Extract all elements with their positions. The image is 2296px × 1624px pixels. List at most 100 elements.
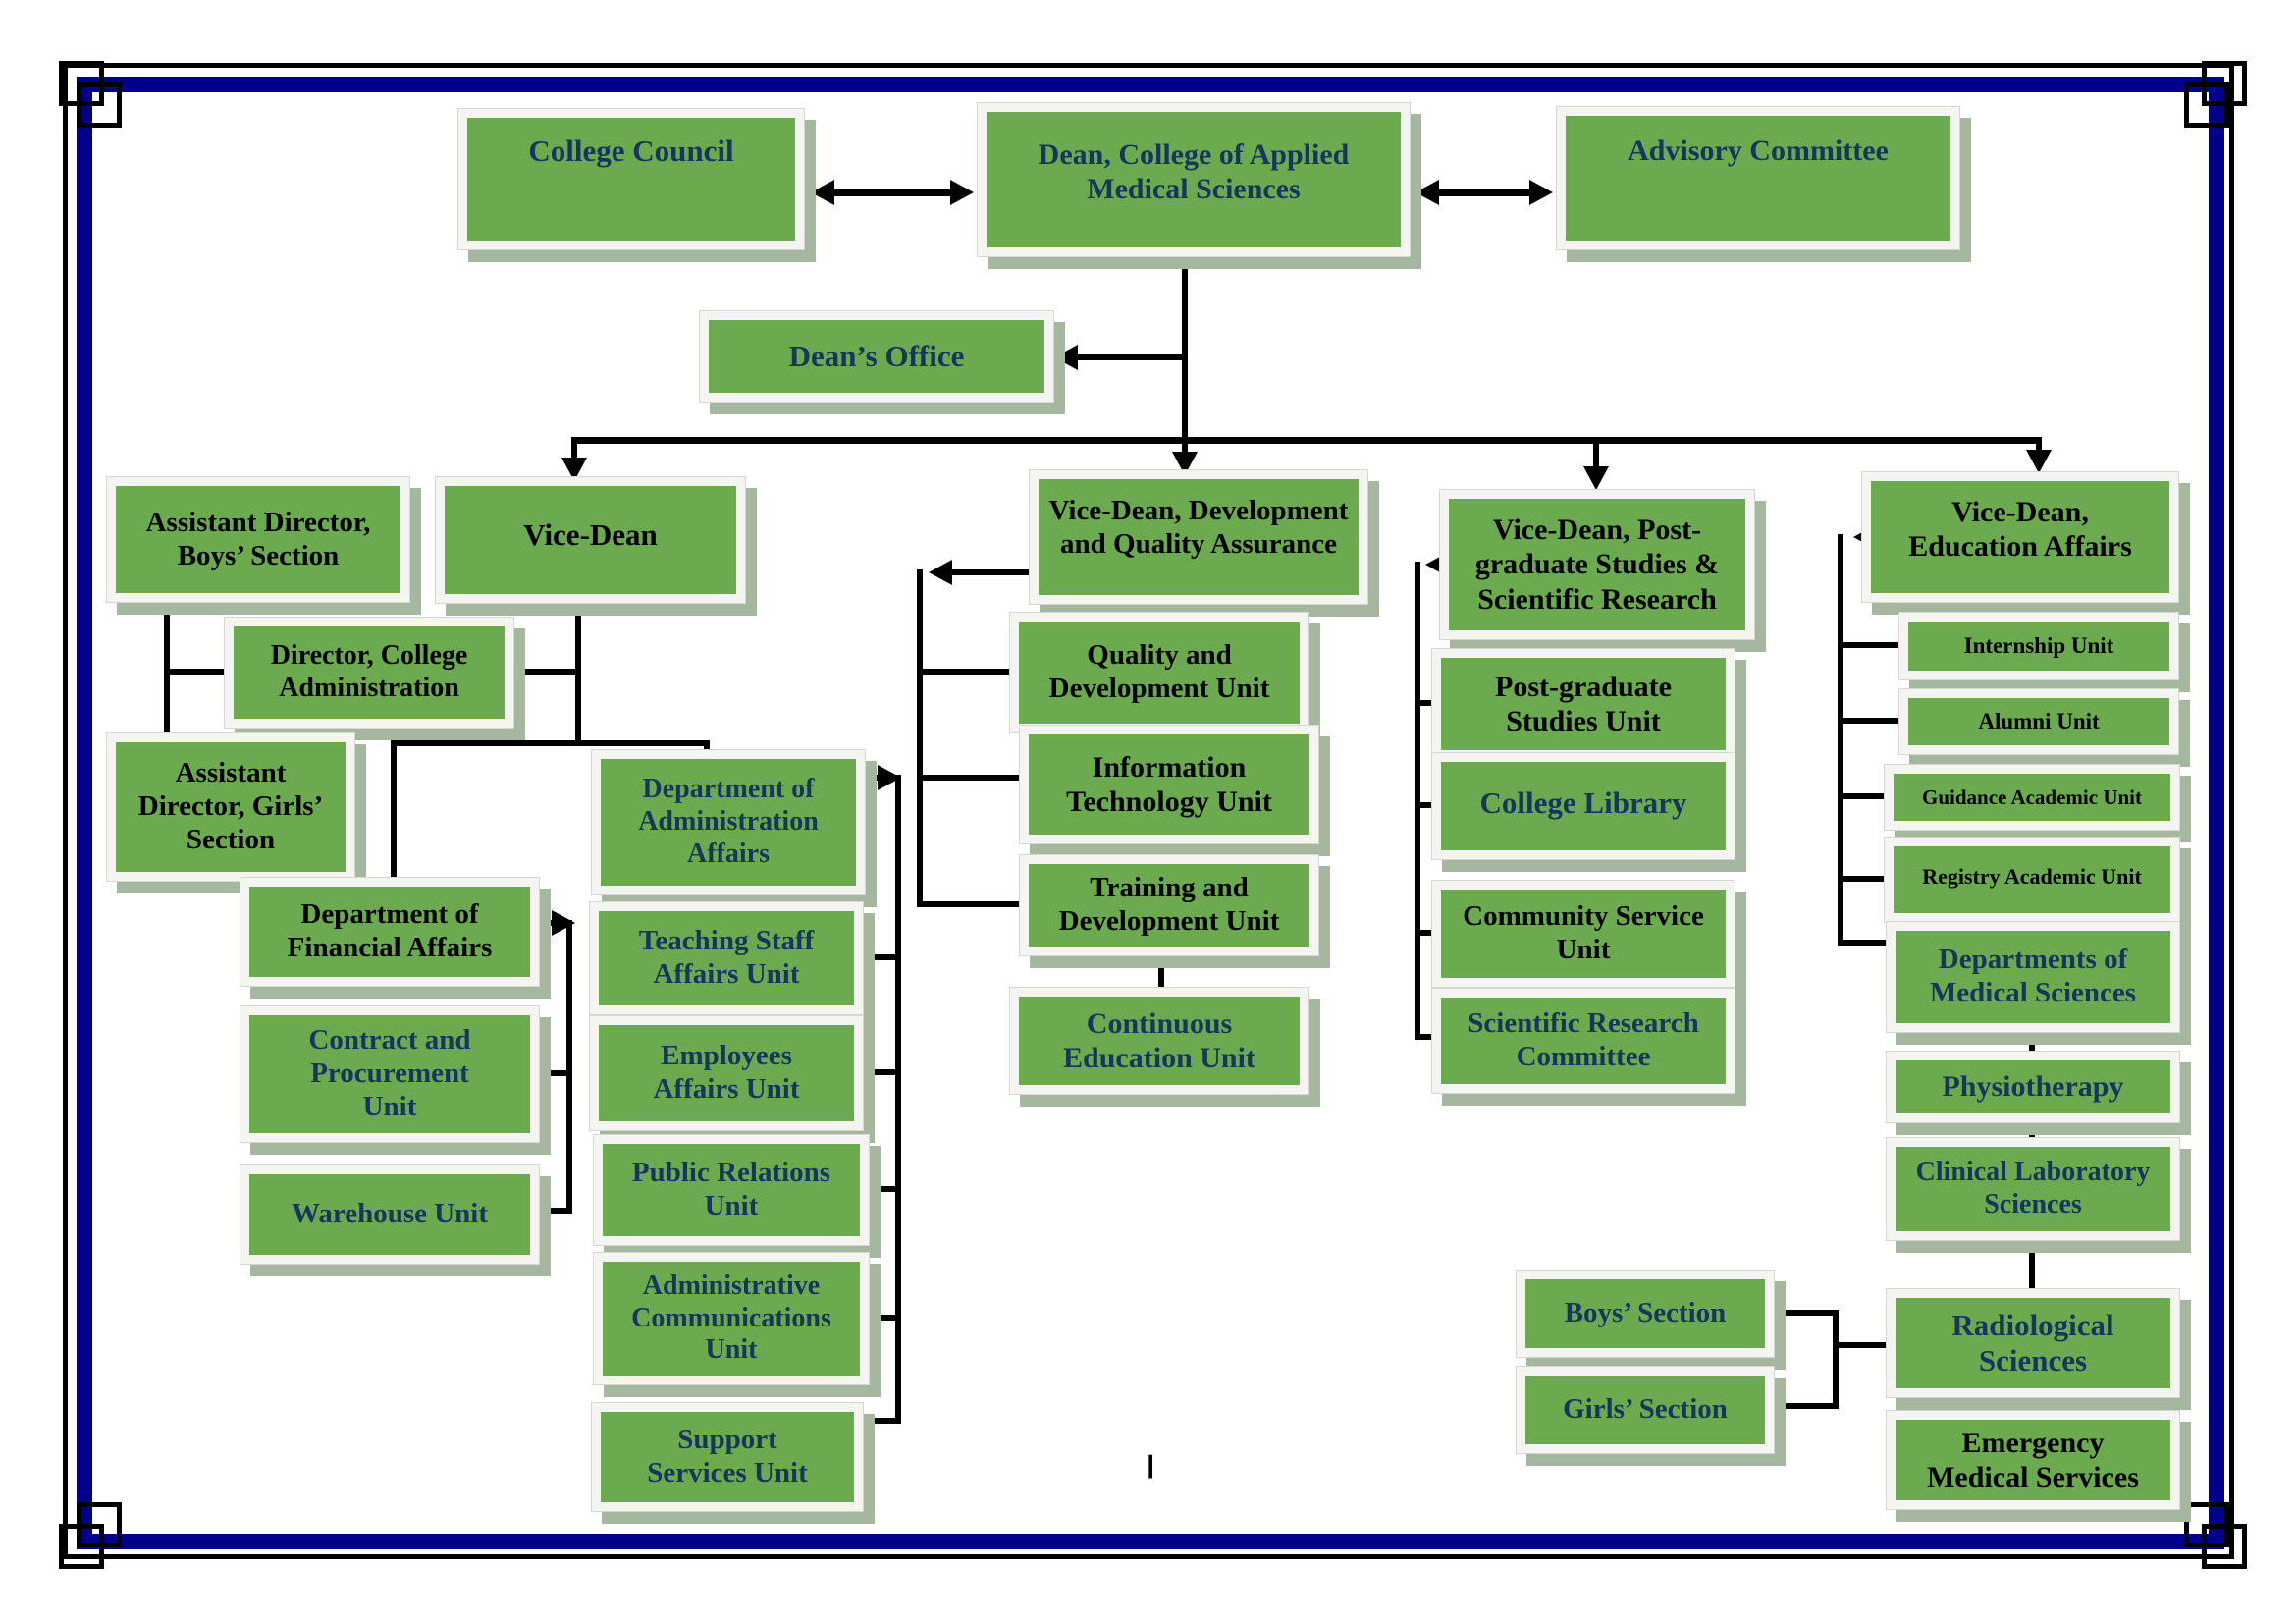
- node-fill-emergency-medical-services: Emergency Medical Services: [1896, 1420, 2170, 1500]
- node-boys-section: Boys’ Section: [1516, 1270, 1775, 1358]
- node-internship-unit: Internship Unit: [1898, 612, 2179, 680]
- connector-line: [571, 437, 577, 459]
- node-fill-advisory-committee: Advisory Committee: [1566, 116, 1950, 241]
- node-fill-boys-section: Boys’ Section: [1525, 1279, 1765, 1348]
- node-fill-vd-postgraduate: Vice-Dean, Post- graduate Studies & Scie…: [1449, 499, 1745, 630]
- node-label-dean-college: Dean, College of Applied Medical Science…: [1038, 138, 1350, 206]
- arrowhead-right-icon: [552, 910, 575, 936]
- connector-line: [1833, 1310, 1839, 1409]
- connector-line: [566, 920, 572, 1214]
- connector-line: [1429, 189, 1537, 196]
- connector-line: [917, 669, 1011, 675]
- node-dept-financial-affairs: Department of Financial Affairs: [240, 877, 540, 987]
- node-vd-postgraduate: Vice-Dean, Post- graduate Studies & Scie…: [1439, 489, 1755, 640]
- node-label-boys-section: Boys’ Section: [1564, 1297, 1727, 1329]
- node-clinical-laboratory-sciences: Clinical Laboratory Sciences: [1886, 1137, 2180, 1241]
- connector-line: [917, 775, 1021, 781]
- node-contract-procurement: Contract and Procurement Unit: [240, 1005, 540, 1143]
- node-label-community-service-unit: Community Service Unit: [1463, 900, 1704, 965]
- node-label-scientific-research-committee: Scientific Research Committee: [1468, 1007, 1699, 1072]
- node-fill-postgraduate-studies-unit: Post-graduate Studies Unit: [1441, 658, 1726, 750]
- node-label-vd-development-quality: Vice-Dean, Development and Quality Assur…: [1048, 495, 1349, 560]
- arrowhead-right-icon: [878, 765, 901, 790]
- node-label-emergency-medical-services: Emergency Medical Services: [1927, 1426, 2139, 1493]
- connector-line: [1838, 940, 1888, 946]
- stray-mark: ا: [1147, 1452, 1155, 1485]
- connector-line: [540, 1208, 567, 1214]
- node-physiotherapy: Physiotherapy: [1886, 1051, 2180, 1123]
- node-departments-medical-sciences: Departments of Medical Sciences: [1886, 921, 2180, 1033]
- node-label-college-library: College Library: [1479, 785, 1687, 820]
- connector-line: [940, 569, 1033, 575]
- connector-line: [866, 954, 898, 960]
- node-postgraduate-studies-unit: Post-graduate Studies Unit: [1431, 648, 1735, 760]
- connector-line: [917, 569, 923, 907]
- node-label-advisory-committee: Advisory Committee: [1628, 135, 1889, 167]
- node-label-dept-financial-affairs: Department of Financial Affairs: [287, 898, 493, 963]
- node-warehouse-unit: Warehouse Unit: [240, 1164, 540, 1265]
- node-label-dept-administration-affairs: Department of Administration Affairs: [638, 774, 819, 869]
- node-fill-registry-academic-unit: Registry Academic Unit: [1894, 846, 2170, 913]
- node-label-radiological-sciences: Radiological Sciences: [1951, 1307, 2114, 1378]
- node-college-library: College Library: [1431, 752, 1735, 860]
- node-fill-vd-education-affairs: Vice-Dean, Education Affairs: [1871, 481, 2169, 593]
- node-label-director-college-administration: Director, College Administration: [270, 640, 468, 703]
- node-community-service-unit: Community Service Unit: [1431, 880, 1735, 988]
- connector-line: [1838, 876, 1886, 882]
- node-training-development-unit: Training and Development Unit: [1019, 854, 1319, 956]
- node-assistant-director-boys: Assistant Director, Boys’ Section: [106, 476, 410, 603]
- node-label-public-relations: Public Relations Unit: [631, 1157, 831, 1221]
- node-label-assistant-director-boys: Assistant Director, Boys’ Section: [145, 506, 371, 571]
- node-label-employees-affairs: Employees Affairs Unit: [653, 1040, 800, 1105]
- node-quality-development-unit: Quality and Development Unit: [1009, 612, 1309, 733]
- node-label-deans-office: Dean’s Office: [788, 338, 965, 373]
- node-fill-guidance-academic-unit: Guidance Academic Unit: [1894, 774, 2170, 821]
- node-vd-education-affairs: Vice-Dean, Education Affairs: [1861, 471, 2179, 603]
- node-radiological-sciences: Radiological Sciences: [1886, 1288, 2180, 1398]
- connector-line: [1773, 1310, 1838, 1316]
- node-label-continuous-education-unit: Continuous Education Unit: [1063, 1006, 1255, 1074]
- node-fill-college-library: College Library: [1441, 762, 1726, 850]
- connector-line: [825, 189, 958, 196]
- node-label-physiotherapy: Physiotherapy: [1942, 1070, 2124, 1104]
- node-emergency-medical-services: Emergency Medical Services: [1886, 1410, 2180, 1510]
- connector-line: [391, 740, 397, 883]
- node-fill-warehouse-unit: Warehouse Unit: [249, 1174, 530, 1255]
- connector-line: [872, 1186, 898, 1192]
- connector-line: [872, 1315, 898, 1321]
- node-label-quality-development-unit: Quality and Development Unit: [1048, 639, 1270, 704]
- connector-line: [391, 740, 710, 746]
- connector-line: [868, 1418, 898, 1424]
- connector-line: [1773, 1403, 1838, 1409]
- node-fill-deans-office: Dean’s Office: [709, 320, 1044, 393]
- node-continuous-education-unit: Continuous Education Unit: [1009, 987, 1309, 1095]
- arrowhead-left-icon: [811, 180, 834, 205]
- page-border-outer: [63, 63, 2234, 1559]
- connector-line: [1838, 793, 1886, 799]
- connector-line: [1838, 718, 1900, 724]
- connector-line: [895, 775, 901, 1424]
- node-fill-girls-section: Girls’ Section: [1525, 1376, 1765, 1444]
- arrowhead-right-icon: [1529, 180, 1553, 205]
- node-label-teaching-staff-affairs: Teaching Staff Affairs Unit: [638, 925, 815, 990]
- node-fill-radiological-sciences: Radiological Sciences: [1896, 1298, 2170, 1388]
- node-label-vd-education-affairs: Vice-Dean, Education Affairs: [1908, 496, 2132, 564]
- node-label-alumni-unit: Alumni Unit: [1978, 708, 2100, 733]
- node-label-information-technology-unit: Information Technology Unit: [1066, 750, 1272, 818]
- node-registry-academic-unit: Registry Academic Unit: [1884, 837, 2180, 923]
- corner-ornament-bottom-right-b: [2184, 1502, 2229, 1547]
- node-scientific-research-committee: Scientific Research Committee: [1431, 988, 1735, 1094]
- node-support-services: Support Services Unit: [591, 1402, 864, 1512]
- node-label-contract-procurement: Contract and Procurement Unit: [308, 1024, 471, 1122]
- arrowhead-left-icon: [1054, 345, 1078, 370]
- connector-line: [164, 601, 170, 734]
- node-label-assistant-director-girls: Assistant Director, Girls’ Section: [137, 757, 324, 855]
- node-fill-support-services: Support Services Unit: [601, 1412, 854, 1502]
- connector-line: [164, 669, 229, 675]
- node-fill-contract-procurement: Contract and Procurement Unit: [249, 1015, 530, 1133]
- node-fill-assistant-director-boys: Assistant Director, Boys’ Section: [116, 486, 400, 593]
- node-label-warehouse-unit: Warehouse Unit: [291, 1198, 489, 1230]
- node-teaching-staff-affairs: Teaching Staff Affairs Unit: [589, 901, 864, 1015]
- node-label-vice-dean: Vice-Dean: [523, 517, 658, 552]
